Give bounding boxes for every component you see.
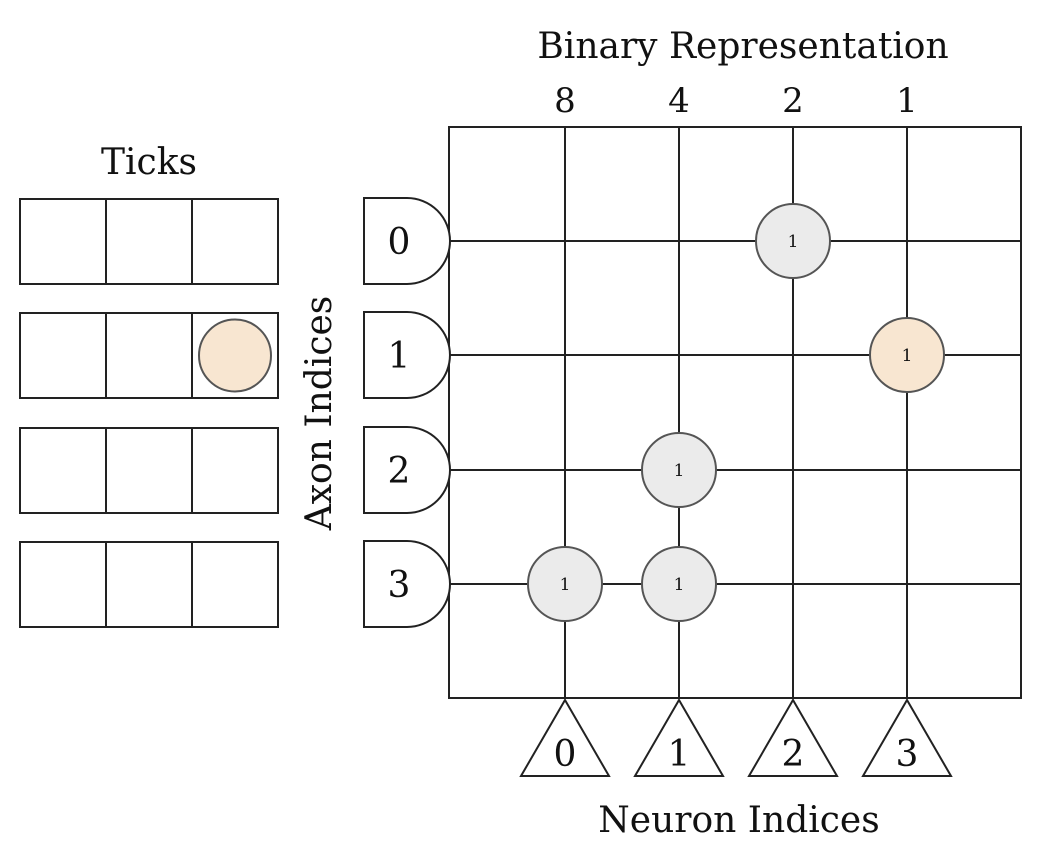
neuron-indices-title: Neuron Indices (598, 800, 879, 841)
synapse: 1 (869, 317, 945, 393)
neuron-label: 0 (554, 734, 577, 775)
neuron-output: 3 (861, 698, 953, 777)
synapse-weight-label: 1 (788, 232, 799, 252)
neuron-label: 2 (782, 734, 805, 775)
neuron-label: 1 (668, 734, 691, 775)
tick-cell (105, 312, 193, 399)
synapse: 1 (641, 432, 717, 508)
synapse-circle (641, 432, 717, 508)
neuron-output: 0 (519, 698, 611, 777)
neuron-triangle (861, 698, 953, 777)
tick-row (19, 198, 279, 285)
neuron-output: 1 (633, 698, 725, 777)
synapse-circle (755, 203, 831, 279)
synapse-weight-label: 1 (674, 461, 685, 481)
tick-cell (105, 198, 193, 285)
tick-row (19, 427, 279, 514)
crossbar-grid (448, 126, 1022, 699)
neuron-triangle (633, 698, 725, 777)
binary-weight-labels: 8 4 2 1 (554, 81, 918, 121)
synapse-weight-label: 1 (674, 575, 685, 595)
crossbar-frame (448, 126, 1022, 699)
synapse: 1 (755, 203, 831, 279)
axon-label: 3 (388, 565, 411, 606)
tick-cell (19, 198, 107, 285)
synapse: 1 (641, 546, 717, 622)
neuron-output: 2 (747, 698, 839, 777)
synapse-circle (641, 546, 717, 622)
axon-d-shape (363, 197, 451, 285)
axon-indices-title: Axon Indices (299, 296, 340, 532)
synapse: 1 (527, 546, 603, 622)
axon-label: 2 (388, 451, 411, 492)
ticks-grid (19, 198, 279, 628)
tick-cell (105, 427, 193, 514)
axon-d-shape (363, 426, 451, 514)
neuron-triangle (519, 698, 611, 777)
tick-cell (191, 541, 279, 628)
binary-weight-label: 1 (896, 81, 918, 121)
binary-weight-label: 2 (782, 81, 804, 121)
tick-row (19, 541, 279, 628)
tick-cell (105, 541, 193, 628)
synapse-weight-label: 1 (902, 346, 913, 366)
axon-d-shape (363, 311, 451, 399)
axon-input: 3 (363, 540, 451, 628)
binary-representation-title: Binary Representation (537, 26, 948, 67)
neuron-outputs: 0 1 2 3 (519, 698, 953, 777)
neuron-label: 3 (896, 734, 919, 775)
axon-d-shape (363, 540, 451, 628)
axon-label: 1 (388, 336, 411, 377)
tick-cell (191, 427, 279, 514)
tick-cell (19, 312, 107, 399)
axon-input: 2 (363, 426, 451, 514)
tick-cell (191, 198, 279, 285)
tick-cell (19, 541, 107, 628)
ticks-title: Ticks (101, 142, 197, 183)
synapse-circle (527, 546, 603, 622)
binary-weight-label: 8 (554, 81, 576, 121)
tick-spike-marker (198, 318, 272, 393)
neuron-triangle (747, 698, 839, 777)
axon-input: 1 (363, 311, 451, 399)
axon-inputs: 0 1 2 3 (363, 197, 451, 628)
synapses: 1 1 1 1 1 (527, 203, 945, 622)
axon-label: 0 (388, 222, 411, 263)
synapse-circle (869, 317, 945, 393)
binary-weight-label: 4 (668, 81, 690, 121)
tick-cell (19, 427, 107, 514)
synapse-weight-label: 1 (560, 575, 571, 595)
axon-input: 0 (363, 197, 451, 285)
